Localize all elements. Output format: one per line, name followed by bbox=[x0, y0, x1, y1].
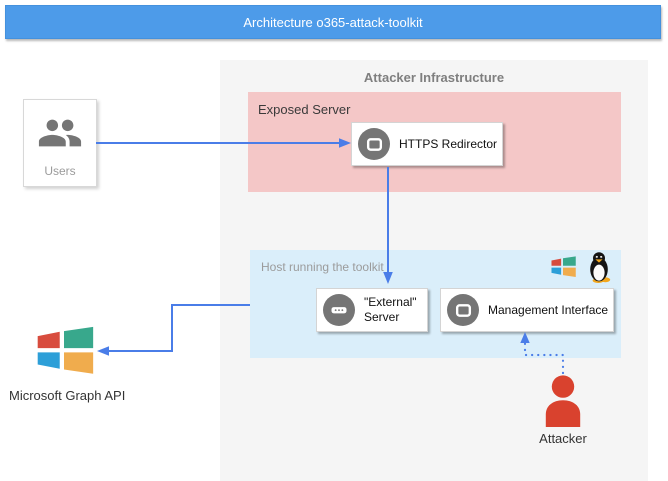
diagram-title-banner: Architecture o365-attack-toolkit bbox=[5, 5, 661, 39]
screen-icon bbox=[447, 294, 479, 326]
exposed-server-label: Exposed Server bbox=[258, 102, 351, 117]
management-interface-label: Management Interface bbox=[488, 302, 609, 317]
microsoft-logo-icon[interactable] bbox=[32, 321, 96, 381]
users-node[interactable]: Users bbox=[23, 99, 97, 187]
screen-icon bbox=[358, 128, 390, 160]
external-server-node[interactable]: "External" Server bbox=[316, 288, 428, 332]
management-interface-node[interactable]: Management Interface bbox=[440, 288, 614, 332]
person-icon[interactable] bbox=[539, 374, 587, 428]
attacker-infrastructure-title: Attacker Infrastructure bbox=[363, 70, 505, 85]
https-redirector-node[interactable]: HTTPS Redirector bbox=[351, 122, 503, 166]
linux-tux-icon bbox=[590, 252, 611, 283]
ellipsis-icon bbox=[323, 294, 355, 326]
users-label: Users bbox=[44, 164, 76, 178]
attacker-label: Attacker bbox=[539, 431, 587, 446]
windows-logo-icon bbox=[551, 256, 576, 277]
people-icon bbox=[37, 113, 83, 158]
external-server-line1: "External" bbox=[364, 295, 417, 309]
host-toolkit-label: Host running the toolkit bbox=[261, 260, 384, 274]
external-server-label: "External" Server bbox=[364, 295, 417, 325]
https-redirector-label: HTTPS Redirector bbox=[399, 136, 498, 151]
microsoft-graph-api-label: Microsoft Graph API bbox=[9, 388, 126, 403]
external-server-line2: Server bbox=[364, 310, 400, 324]
diagram-title: Architecture o365-attack-toolkit bbox=[243, 14, 423, 30]
